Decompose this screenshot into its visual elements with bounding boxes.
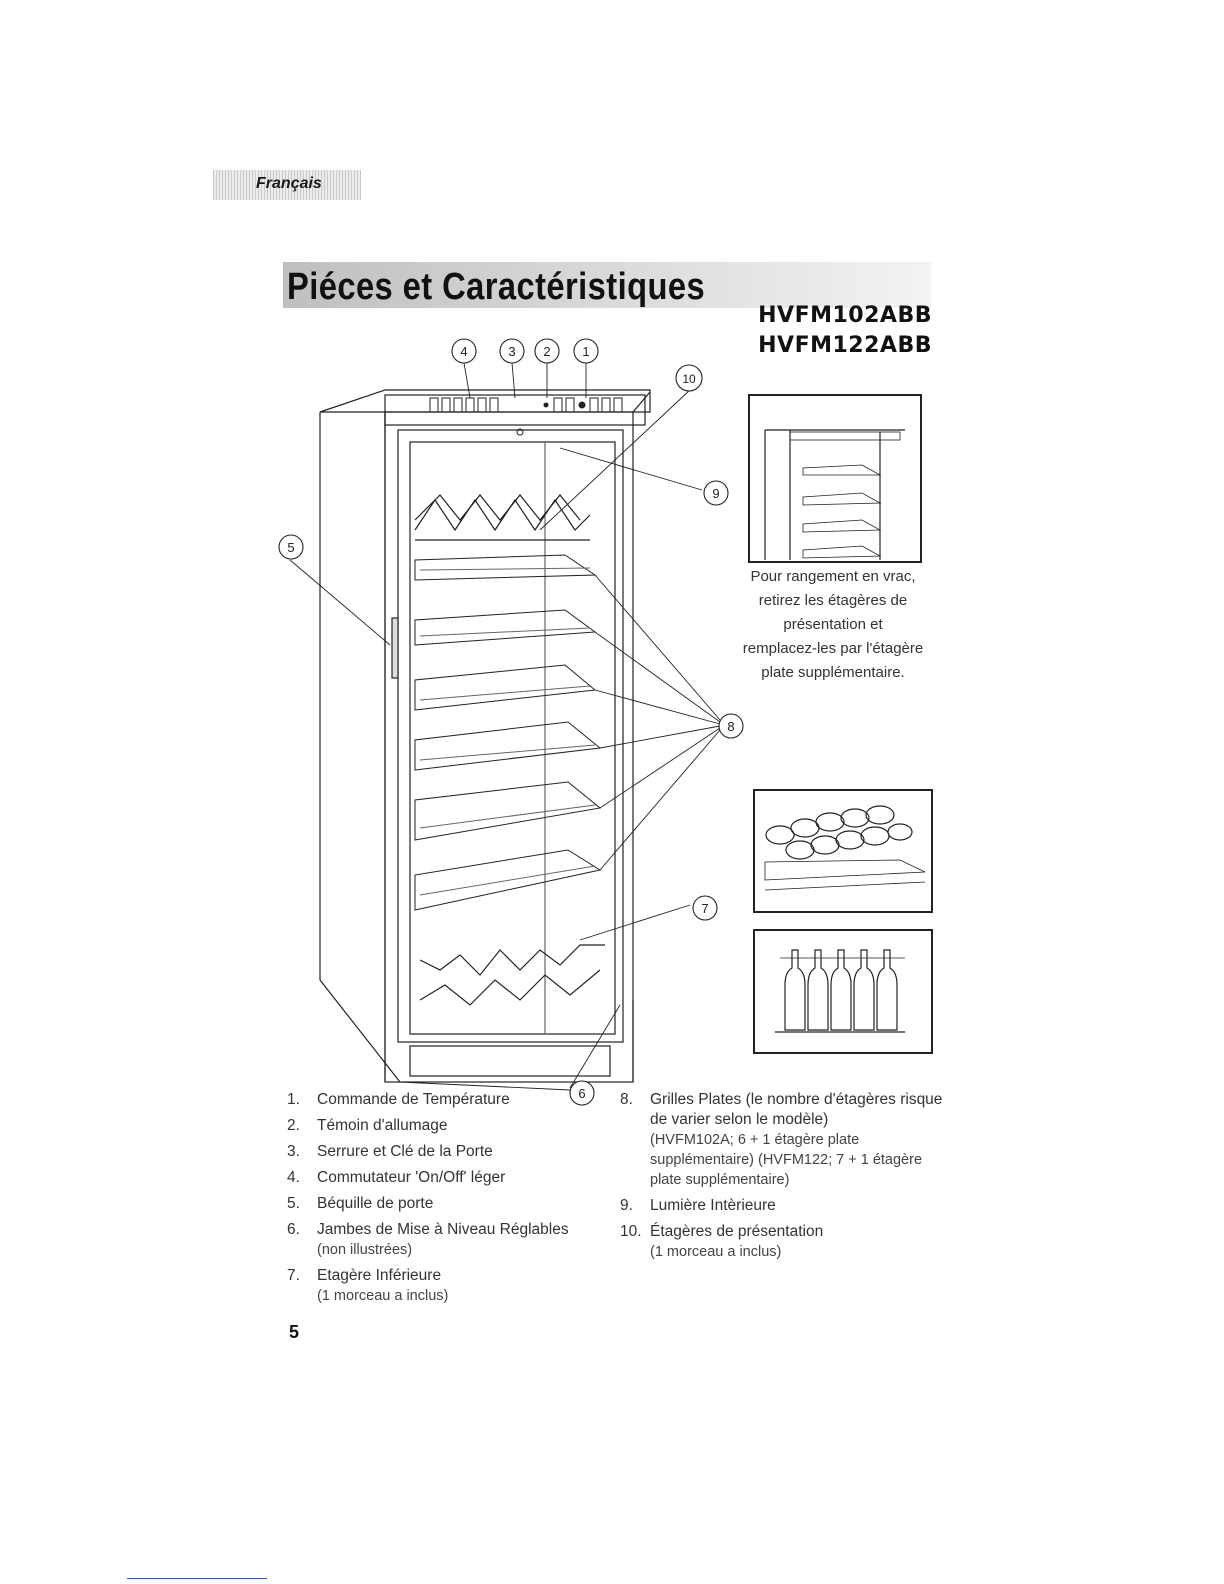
inset-bottles-lying (754, 790, 932, 912)
svg-text:3: 3 (508, 344, 515, 359)
callout-4: 4 (452, 339, 476, 363)
svg-text:8: 8 (727, 719, 734, 734)
cabinet (320, 390, 650, 1082)
list-item: 7.Etagère Inférieure(1 morceau a inclus) (287, 1266, 607, 1306)
callout-2: 2 (535, 339, 559, 363)
callout-3: 3 (500, 339, 524, 363)
inset-bottles-standing (754, 930, 932, 1053)
list-item: 8.Grilles Plates (le nombre d'étagères r… (620, 1090, 950, 1190)
svg-text:1: 1 (582, 344, 589, 359)
list-item: 2.Témoin d'allumage (287, 1116, 607, 1136)
parts-list-left: 1.Commande de Température 2.Témoin d'all… (287, 1090, 607, 1312)
callout-1: 1 (574, 339, 598, 363)
list-item: 5.Béquille de porte (287, 1194, 607, 1214)
list-item: 9.Lumière Intèrieure (620, 1196, 950, 1216)
display-shelf (415, 495, 590, 540)
list-item: 1.Commande de Température (287, 1090, 607, 1110)
flat-shelves (415, 555, 600, 910)
list-item: 6.Jambes de Mise à Niveau Réglables(non … (287, 1220, 607, 1260)
caption-line: Pour rangement en vrac, (728, 565, 938, 589)
svg-text:9: 9 (712, 486, 719, 501)
svg-text:4: 4 (460, 344, 467, 359)
svg-text:5: 5 (287, 540, 294, 555)
caption-line: présentation et (728, 613, 938, 637)
list-item: 10.Étagères de présentation(1 morceau a … (620, 1222, 950, 1262)
svg-text:10: 10 (682, 372, 696, 386)
list-item: 3.Serrure et Clé de la Porte (287, 1142, 607, 1162)
bottom-shelf (420, 945, 605, 1005)
parts-list-right: 8.Grilles Plates (le nombre d'étagères r… (620, 1090, 950, 1268)
list-item: 4.Commutateur 'On/Off' léger (287, 1168, 607, 1188)
inset-caption: Pour rangement en vrac, retirez les étag… (728, 565, 938, 685)
callout-8: 8 (719, 714, 743, 738)
callouts: 4 3 2 1 10 9 5 8 7 6 (279, 339, 743, 1105)
leader-lines (290, 363, 720, 1090)
caption-line: plate supplémentaire. (728, 661, 938, 685)
inset-bulk-storage (749, 395, 921, 562)
footer-rule (127, 1578, 267, 1579)
callout-7: 7 (693, 896, 717, 920)
callout-10: 10 (676, 365, 702, 391)
svg-text:7: 7 (701, 901, 708, 916)
svg-text:2: 2 (543, 344, 550, 359)
callout-9: 9 (704, 481, 728, 505)
callout-5: 5 (279, 535, 303, 559)
page-number: 5 (289, 1322, 299, 1343)
caption-line: remplacez-les par l'étagère (728, 637, 938, 661)
caption-line: retirez les étagères de (728, 589, 938, 613)
